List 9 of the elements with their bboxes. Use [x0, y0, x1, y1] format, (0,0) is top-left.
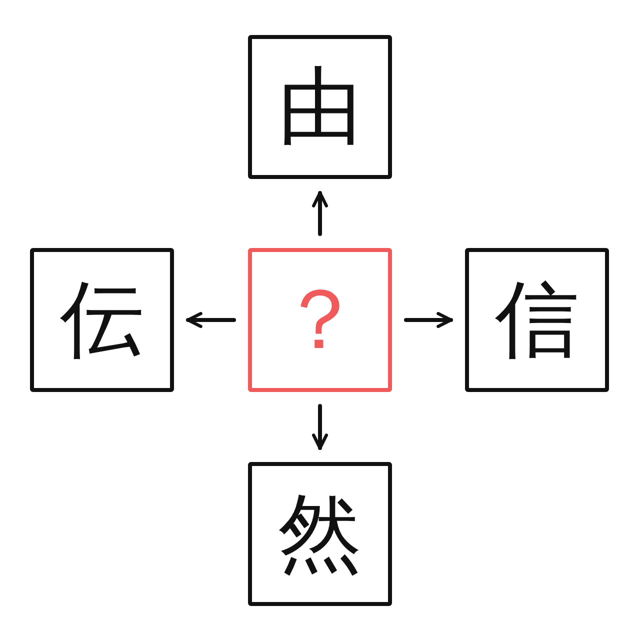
arrow: [312, 404, 328, 450]
question-box: ？: [248, 248, 392, 392]
arrow: [404, 312, 453, 328]
arrow: [312, 191, 328, 236]
kanji-box: 信: [465, 248, 609, 392]
kanji-box: 由: [248, 35, 392, 179]
kanji-box: 伝: [30, 248, 174, 392]
arrow: [186, 312, 236, 328]
kanji-box: 然: [248, 462, 392, 606]
